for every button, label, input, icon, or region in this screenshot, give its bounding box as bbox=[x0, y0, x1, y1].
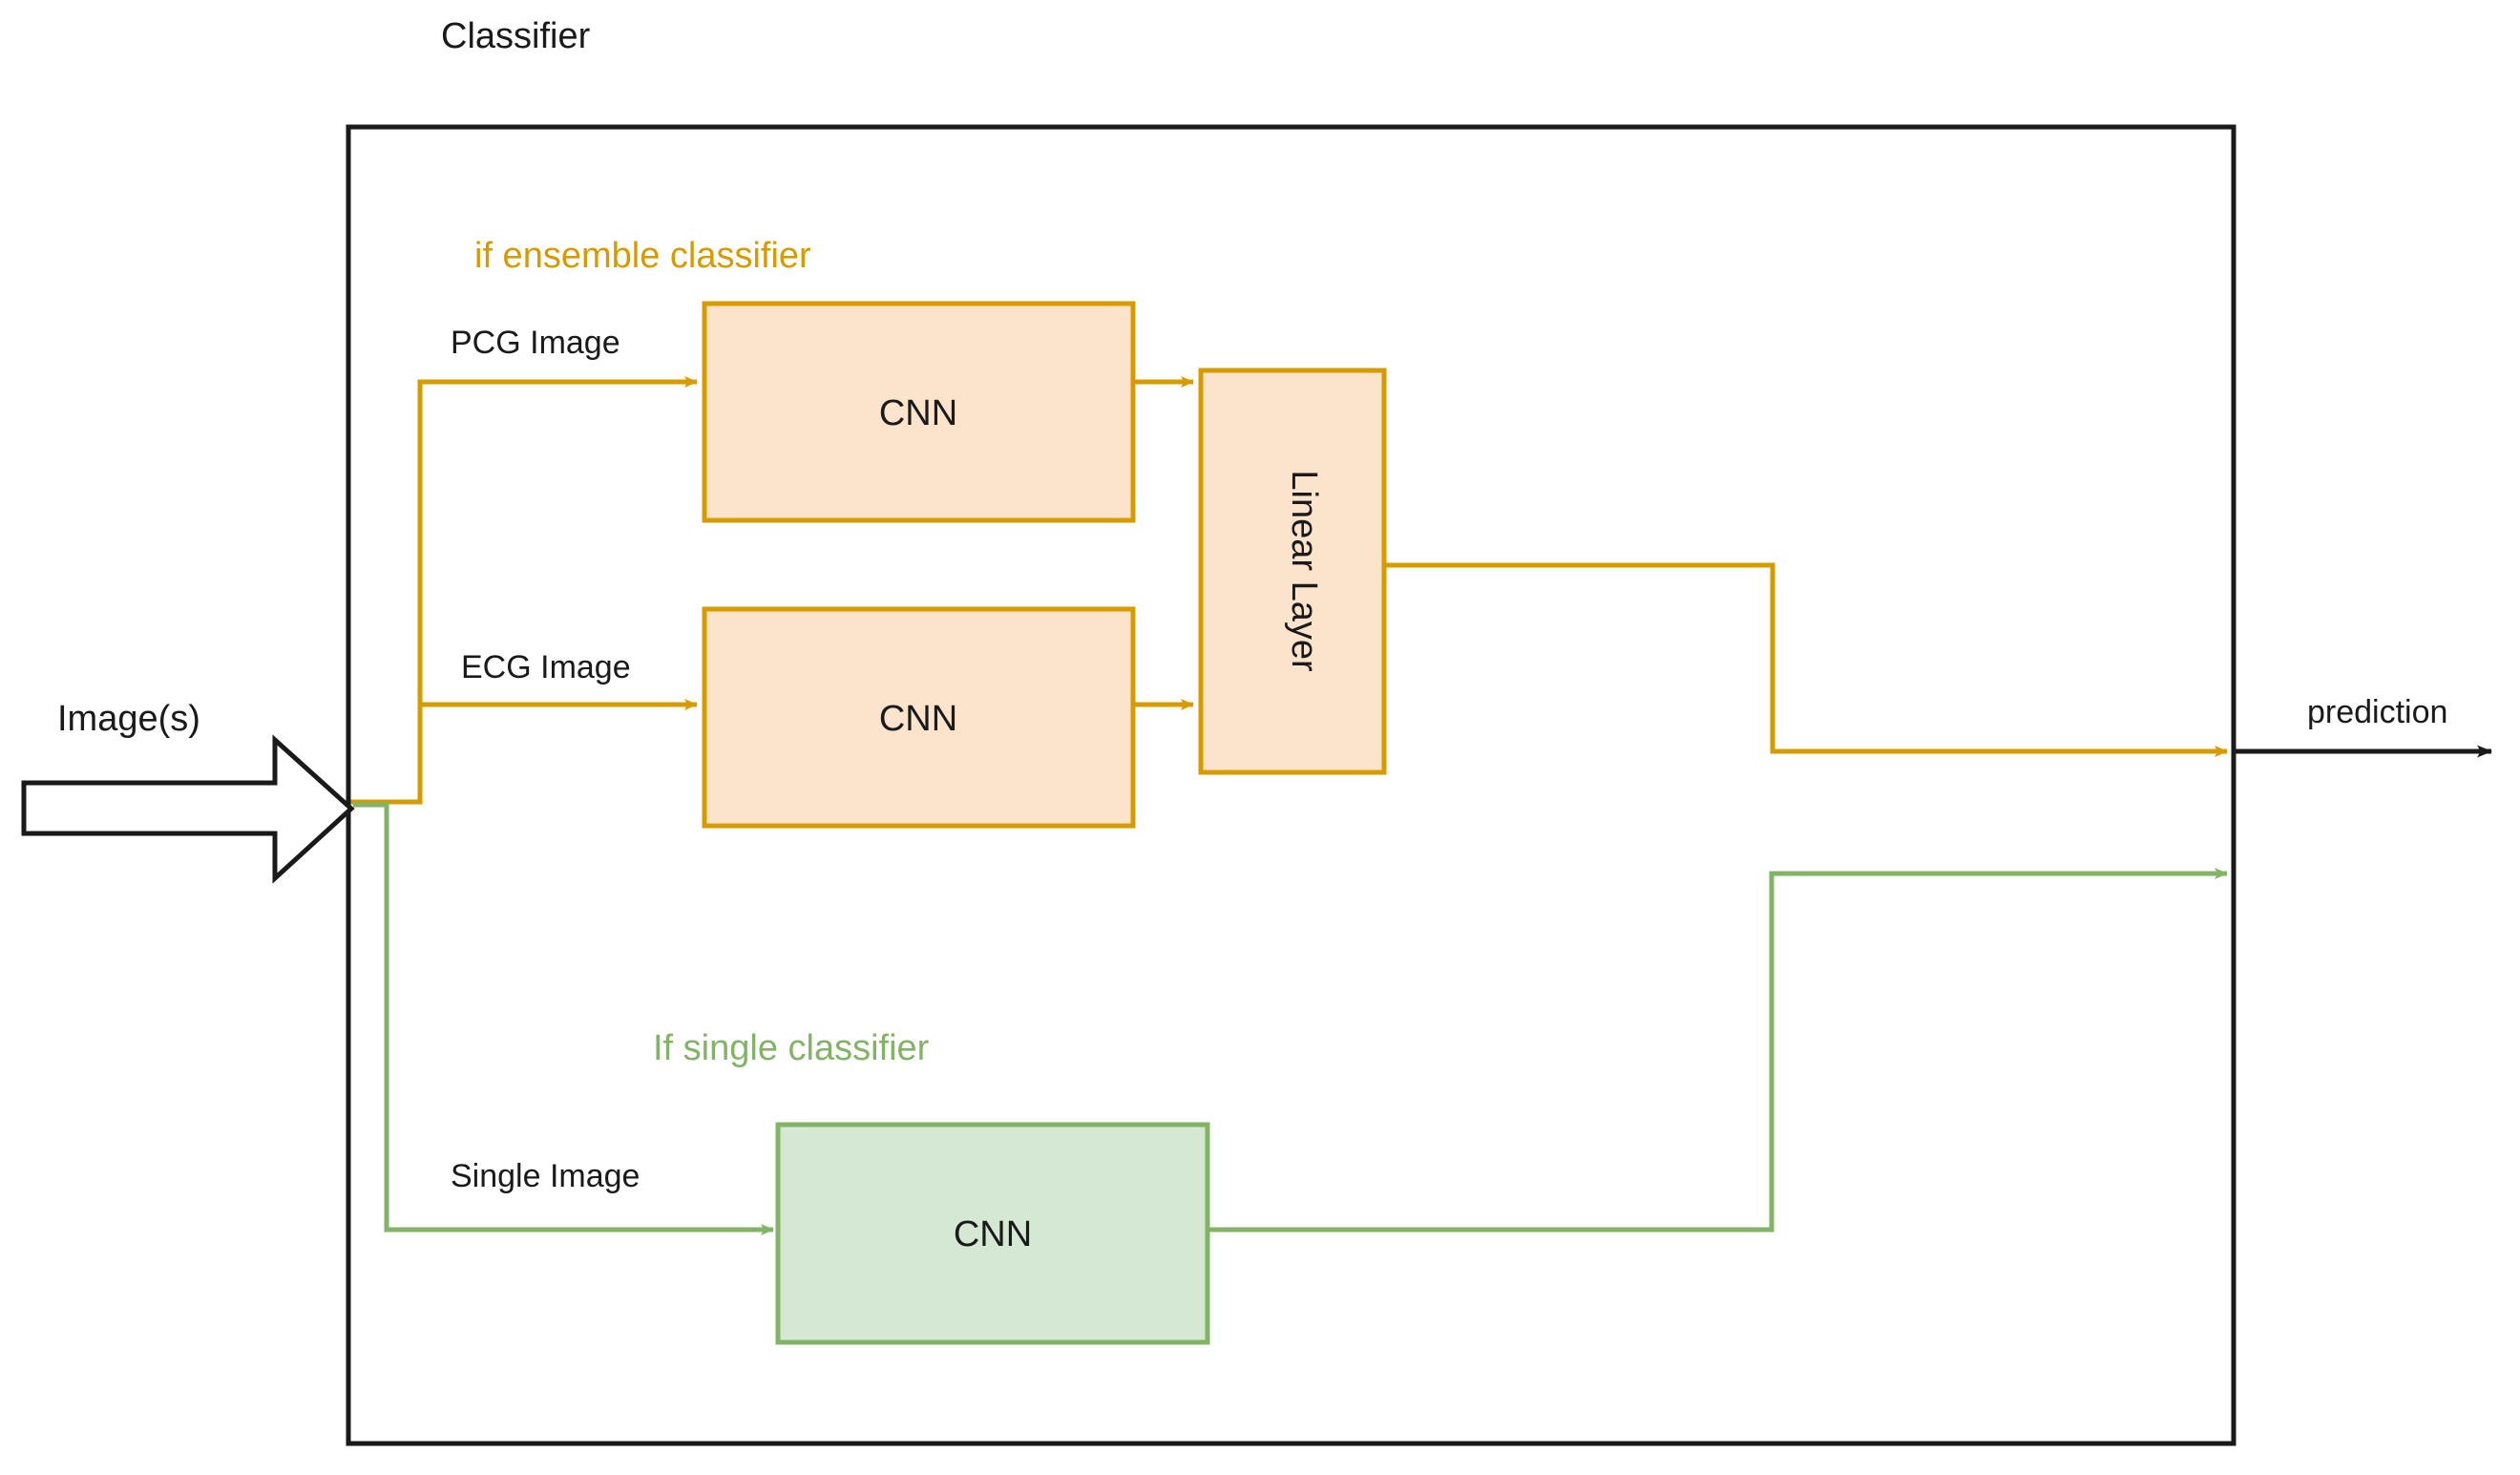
edge-input-to-single-cnn bbox=[353, 802, 774, 1235]
edge-label-pcg-image: PCG Image bbox=[451, 325, 620, 361]
branch-label-ensemble: if ensemble classifier bbox=[474, 236, 811, 276]
node-linear-layer-label: Linear Layer bbox=[1284, 470, 1324, 672]
node-cnn-pcg-label: CNN bbox=[879, 393, 957, 433]
branch-label-single: If single classifier bbox=[653, 1028, 930, 1068]
node-cnn-single-label: CNN bbox=[954, 1214, 1032, 1254]
edge-label-single-image: Single Image bbox=[451, 1158, 640, 1194]
edge-label-ecg-image: ECG Image bbox=[461, 649, 631, 685]
node-cnn-ecg-box[interactable] bbox=[702, 606, 1136, 829]
block-arrow-input-icon bbox=[21, 734, 355, 884]
page-title: Classifier bbox=[441, 16, 591, 56]
edge-label-input-images: Image(s) bbox=[57, 699, 200, 739]
edge-label-prediction: prediction bbox=[2307, 694, 2447, 730]
classifier-container-box bbox=[346, 124, 2236, 1446]
node-cnn-single-box[interactable] bbox=[775, 1122, 1210, 1345]
node-linear-layer-box[interactable] bbox=[1198, 368, 1387, 775]
edge-single-cnn-to-output bbox=[1208, 868, 2228, 1233]
node-cnn-ecg-label: CNN bbox=[879, 699, 957, 739]
node-cnn-pcg-box[interactable] bbox=[702, 301, 1136, 523]
edge-linear-to-output bbox=[1384, 562, 2228, 757]
edge-input-to-ensemble-trunk bbox=[350, 379, 423, 805]
